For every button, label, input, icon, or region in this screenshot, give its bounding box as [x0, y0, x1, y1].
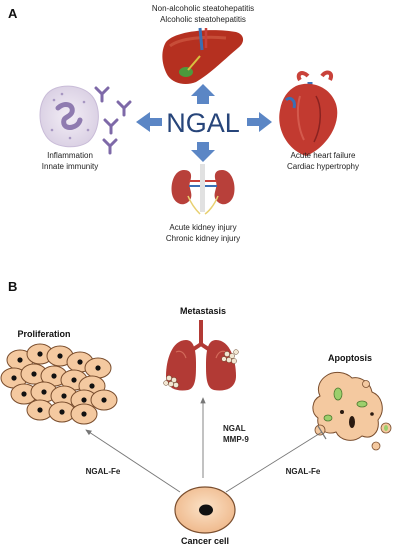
cell-nucleus	[41, 389, 47, 395]
cell-nucleus	[89, 383, 95, 389]
inhibition-bar	[317, 425, 327, 440]
cell-nucleus	[57, 353, 63, 359]
liver-icon	[162, 27, 244, 84]
cell-nucleus	[51, 373, 57, 379]
cell-nucleus	[21, 391, 27, 397]
cell-nucleus	[81, 411, 87, 417]
heart-label-line1: Acute heart failure	[291, 151, 356, 160]
arrow-to-heart	[247, 112, 272, 132]
kidney-label-line1: Acute kidney injury	[169, 223, 236, 232]
ngal-fe-right-label: NGAL-Fe	[286, 467, 321, 476]
mmp9-arrow-label: MMP-9	[223, 435, 249, 444]
kidney-label-line2: Chronic kidney injury	[166, 234, 240, 243]
cell-nucleus	[31, 371, 37, 377]
ngal-fe-left-label: NGAL-Fe	[86, 467, 121, 476]
cell-nucleus	[61, 393, 67, 399]
antibody-icons	[94, 86, 132, 155]
lungs-icon	[163, 320, 239, 391]
heart-label-line2: Cardiac hypertrophy	[287, 162, 359, 171]
panel-b-label: B	[8, 279, 17, 294]
arrow-to-immune	[136, 112, 162, 132]
inhibition-line-to-apoptosis	[225, 431, 323, 493]
ngal-arrow-label: NGAL	[223, 424, 246, 433]
ngal-center-label: NGAL	[166, 108, 240, 138]
metastasis-title: Metastasis	[180, 306, 226, 316]
cell-nucleus	[101, 397, 107, 403]
proliferation-title: Proliferation	[17, 329, 70, 339]
cell-nucleus	[17, 357, 23, 363]
cell-nucleus	[71, 377, 77, 383]
liver-label-line1: Non-alcoholic steatohepatitis	[152, 4, 254, 13]
heart-icon	[279, 70, 338, 156]
cancer-cell-label: Cancer cell	[181, 536, 229, 546]
apoptotic-cell-icon	[312, 371, 392, 451]
proliferating-cells-icon	[0, 343, 118, 425]
cancer-cell-icon	[174, 486, 236, 534]
cell-nucleus	[11, 375, 17, 381]
arrow-to-proliferation	[85, 429, 181, 493]
neutrophil-icon	[39, 85, 99, 148]
cell-nucleus	[59, 409, 65, 415]
immune-label-line2: Innate immunity	[42, 162, 98, 171]
cell-nucleus	[95, 365, 101, 371]
liver-label-line2: Alcoholic steatohepatitis	[160, 15, 246, 24]
kidney-icon	[171, 164, 235, 215]
panel-a-label: A	[8, 6, 18, 21]
cell-nucleus	[37, 351, 43, 357]
cell-nucleus	[77, 359, 83, 365]
cell-nucleus	[81, 397, 87, 403]
arrow-to-liver	[191, 84, 215, 104]
arrow-to-kidney	[191, 142, 215, 162]
apoptosis-title: Apoptosis	[328, 353, 372, 363]
cell-nucleus	[37, 407, 43, 413]
immune-label-line1: Inflammation	[47, 151, 93, 160]
